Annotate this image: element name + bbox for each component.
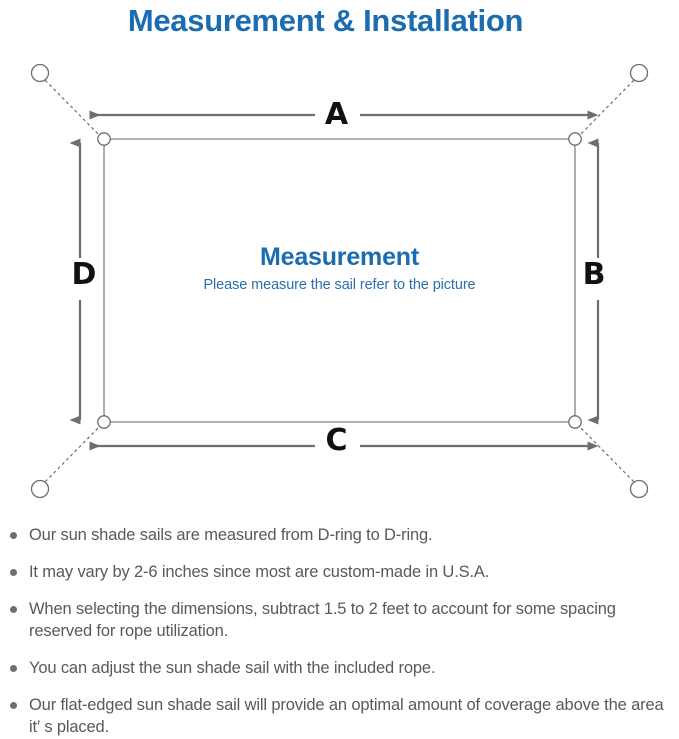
list-item: Our flat-edged sun shade sail will provi… bbox=[10, 694, 665, 738]
rope-lines bbox=[40, 75, 639, 487]
d-ring-top-right-icon bbox=[568, 132, 582, 146]
list-item: When selecting the dimensions, subtract … bbox=[10, 598, 665, 642]
notes-list: Our sun shade sails are measured from D-… bbox=[0, 524, 679, 738]
anchor-points bbox=[30, 63, 649, 499]
page-title: Measurement & Installation bbox=[127, 3, 524, 38]
note-text: It may vary by 2-6 inches since most are… bbox=[29, 563, 490, 581]
note-text: Our flat-edged sun shade sail will provi… bbox=[29, 696, 664, 736]
bullet-icon bbox=[10, 665, 17, 672]
anchor-point-bottom-left-icon bbox=[30, 479, 50, 499]
rope-line-bottom-left bbox=[40, 421, 105, 487]
d-ring-top-left-icon bbox=[97, 132, 111, 146]
dimension-label-b: B bbox=[582, 257, 606, 292]
bullet-icon bbox=[10, 606, 17, 613]
note-text: When selecting the dimensions, subtract … bbox=[29, 600, 616, 640]
list-item: You can adjust the sun shade sail with t… bbox=[10, 657, 665, 679]
list-item: Our sun shade sails are measured from D-… bbox=[10, 524, 665, 546]
dimension-label-c: C bbox=[325, 423, 348, 458]
note-text: Our sun shade sails are measured from D-… bbox=[29, 526, 433, 544]
d-ring-bottom-right-icon bbox=[568, 415, 582, 429]
sail-rectangle bbox=[103, 138, 576, 423]
bullet-icon bbox=[10, 532, 17, 539]
list-item: It may vary by 2-6 inches since most are… bbox=[10, 561, 665, 583]
bullet-icon bbox=[10, 702, 17, 709]
dimension-label-a: A bbox=[324, 97, 349, 132]
anchor-point-bottom-right-icon bbox=[629, 479, 649, 499]
d-rings bbox=[97, 132, 582, 429]
bullet-icon bbox=[10, 569, 17, 576]
rope-line-bottom-right bbox=[574, 421, 639, 487]
note-text: You can adjust the sun shade sail with t… bbox=[29, 659, 436, 677]
sail-measurement-diagram: A C B D Measurement Please measure the s… bbox=[0, 48, 679, 518]
rope-line-top-left bbox=[40, 75, 105, 141]
dimension-label-d: D bbox=[71, 257, 97, 292]
anchor-point-top-left-icon bbox=[30, 63, 50, 83]
diagram-svg bbox=[30, 63, 649, 499]
anchor-point-top-right-icon bbox=[629, 63, 649, 83]
d-ring-bottom-left-icon bbox=[97, 415, 111, 429]
rope-line-top-right bbox=[574, 75, 639, 141]
